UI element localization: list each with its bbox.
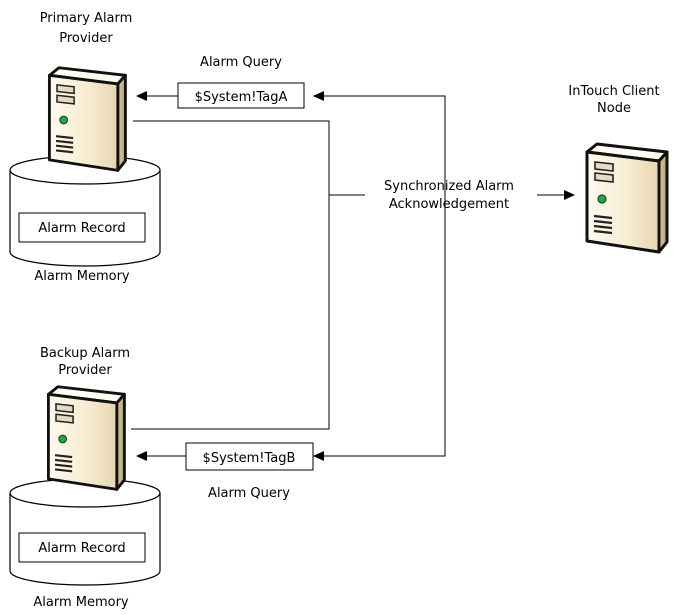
bottom-query-label: Alarm Query — [208, 486, 290, 501]
backup-provider-group: Backup Alarm Provider Alarm Record Alarm… — [9, 346, 161, 610]
query-bus-line — [313, 95, 446, 457]
tag-b-box — [185, 442, 314, 471]
arrow-icon — [564, 190, 575, 200]
server-icon — [47, 66, 127, 172]
alarm-record-label: Alarm Record — [38, 221, 125, 236]
alarm-memory-label: Alarm Memory — [34, 269, 130, 284]
arrow-icon — [136, 91, 147, 101]
primary-provider-label-line2: Provider — [59, 31, 113, 46]
client-label-line2: Node — [597, 101, 631, 116]
tag-b-label: $System!TagB — [203, 451, 296, 466]
arrowheads — [136, 91, 575, 461]
tag-a-box — [177, 82, 305, 109]
bottom-alarm-query: $System!TagB Alarm Query — [185, 442, 314, 501]
server-icon — [46, 385, 126, 491]
tag-a-label: $System!TagA — [195, 90, 288, 105]
backup-provider-label-line1: Backup Alarm — [40, 346, 130, 361]
alarm-record-label: Alarm Record — [38, 541, 125, 556]
top-alarm-query: Alarm Query $System!TagA — [177, 55, 305, 109]
alarm-record-box — [18, 532, 146, 563]
arrow-icon — [313, 451, 324, 461]
alarm-record-box — [18, 212, 146, 243]
sync-label-line1: Synchronized Alarm — [384, 179, 514, 194]
database-cylinder-icon — [9, 478, 161, 586]
connector-lines — [131, 95, 566, 457]
client-label-line1: InTouch Client — [568, 84, 659, 99]
backup-provider-label-line2: Provider — [58, 363, 112, 378]
database-cylinder-icon — [9, 155, 161, 267]
primary-provider-label-line1: Primary Alarm — [40, 11, 133, 26]
top-query-label: Alarm Query — [200, 55, 282, 70]
primary-provider-group: Primary Alarm Provider Alarm Record Alar… — [9, 11, 161, 284]
arrow-icon — [313, 91, 324, 101]
sync-label-line2: Acknowledgement — [389, 197, 509, 212]
sync-bracket-line — [131, 120, 330, 430]
server-icon — [585, 142, 669, 254]
client-node-group: InTouch Client Node — [568, 84, 669, 254]
arrow-icon — [136, 451, 147, 461]
alarm-memory-label: Alarm Memory — [33, 595, 129, 610]
